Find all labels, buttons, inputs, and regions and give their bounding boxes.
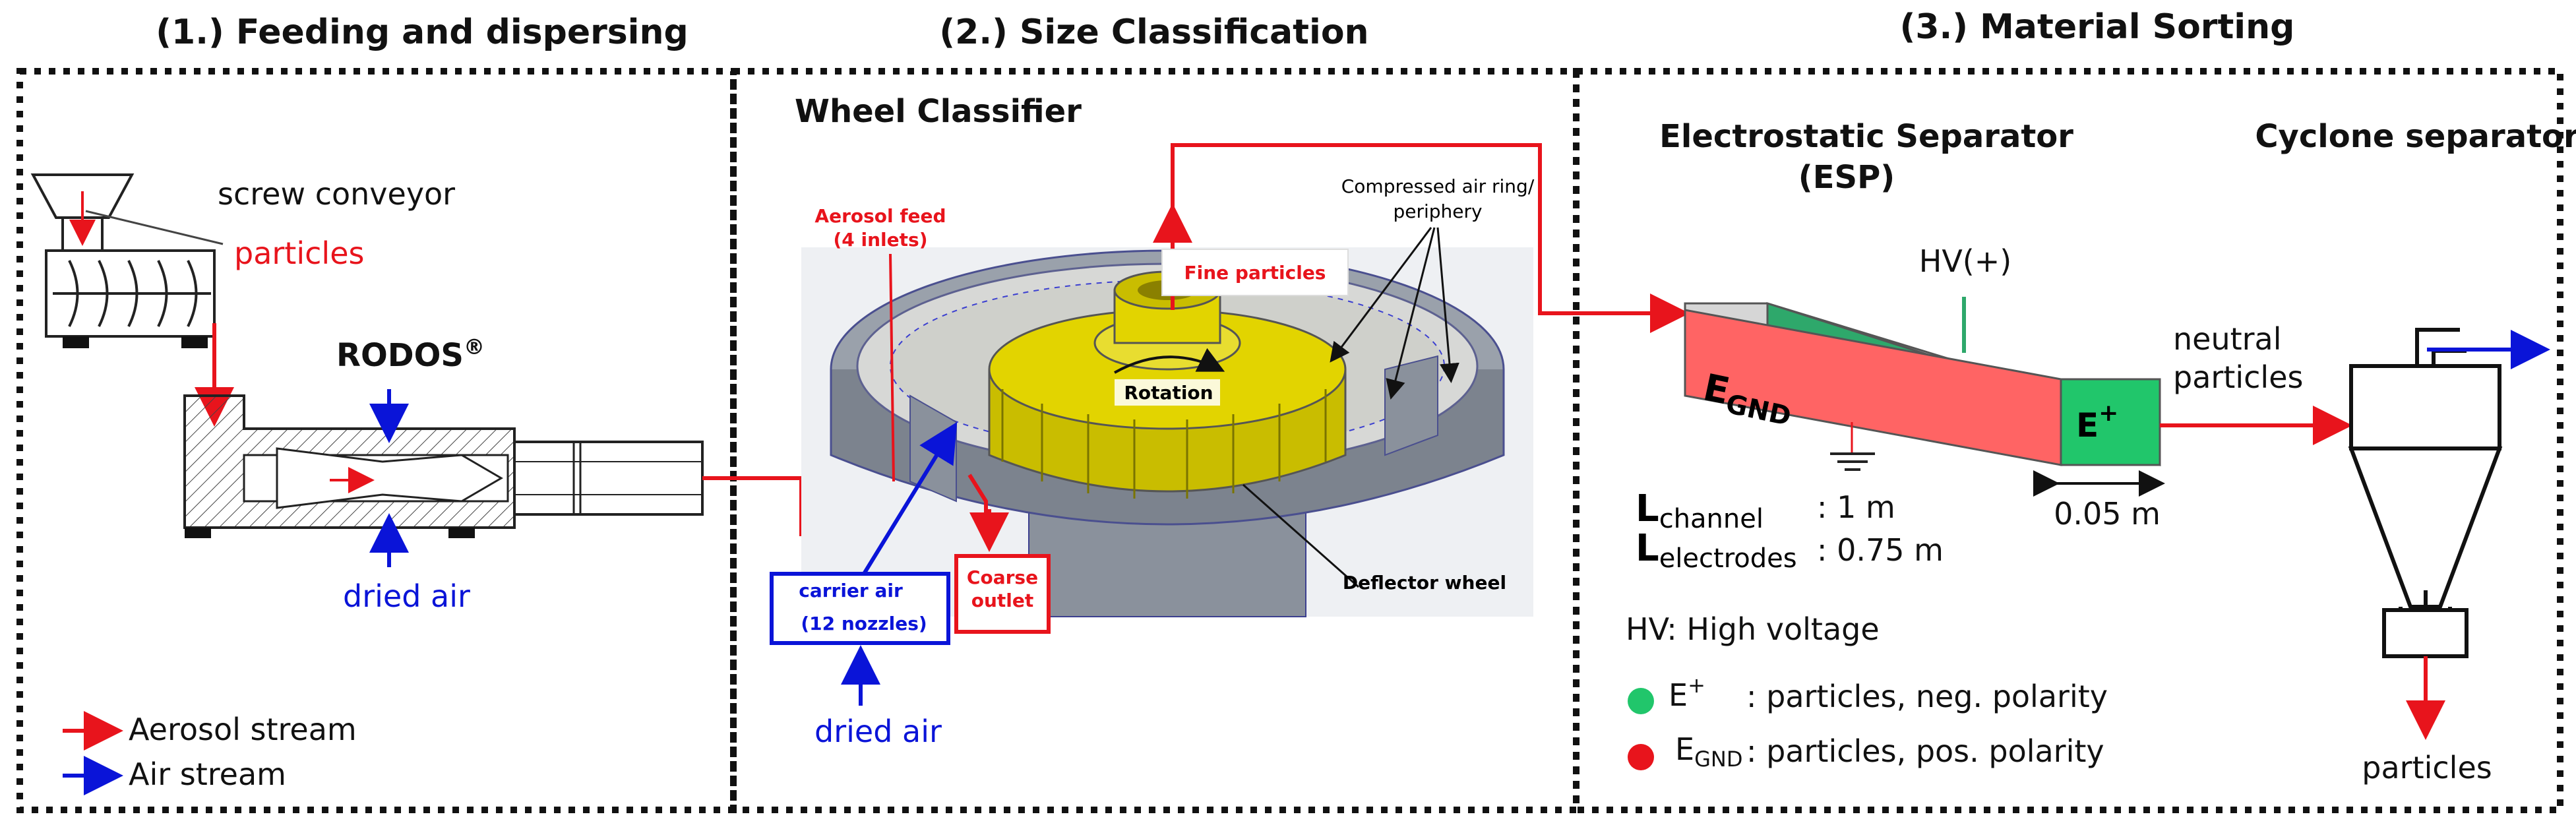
frame-size xyxy=(730,68,1579,813)
esp-title-2: (ESP) xyxy=(1798,159,1895,196)
section-frames xyxy=(16,68,2563,813)
screw-conveyor xyxy=(30,173,224,348)
carrier-air-label-1: carrier air xyxy=(799,580,903,601)
eplus-electrode-label: E+ xyxy=(2076,400,2118,445)
rodos-disperser xyxy=(183,394,704,538)
screw-conveyor-label: screw conveyor xyxy=(218,176,455,212)
dried-air-label-1: dried air xyxy=(343,578,470,614)
rotation-label: Rotation xyxy=(1124,382,1213,404)
conveyor-foot-right xyxy=(181,336,208,348)
aerosol-feed-label-1: Aerosol feed xyxy=(814,205,946,227)
header-sorting: (3.) Material Sorting xyxy=(1900,7,2295,47)
dried-air-label-2: dried air xyxy=(814,714,942,749)
frame-sorting xyxy=(1573,68,2563,813)
esp-electrode-gnd xyxy=(1684,309,2062,466)
legend-air: Air stream xyxy=(129,756,286,792)
carrier-air-label-2: (12 nozzles) xyxy=(801,613,927,634)
legend-egnd-dot xyxy=(1628,744,1654,770)
cyclone-title: Cyclone separator xyxy=(2255,118,2576,155)
fine-particles-label: Fine particles xyxy=(1184,262,1326,284)
l-channel-label: Lchannel xyxy=(1636,487,1763,534)
header-size: (2.) Size Classification xyxy=(939,13,1368,52)
deflector-wheel-label: Deflector wheel xyxy=(1343,572,1506,594)
aerosol-feed-label-2: (4 inlets) xyxy=(834,229,928,251)
l-channel-value: : 1 m xyxy=(1817,489,1895,525)
compressed-air-label-2: periphery xyxy=(1393,200,1482,222)
esp-title-1: Electrostatic Separator xyxy=(1659,118,2073,155)
carrier-air-box xyxy=(770,572,950,645)
esp-channel xyxy=(1684,297,2161,471)
gap-label: 0.05 m xyxy=(2054,496,2161,532)
wheel-classifier-title: Wheel Classifier xyxy=(795,93,1082,130)
coarse-outlet-label-2: outlet xyxy=(971,590,1034,611)
coarse-outlet-box xyxy=(954,554,1051,634)
header-feeding: (1.) Feeding and dispersing xyxy=(156,13,689,52)
neutral-label-1: neutral xyxy=(2173,321,2282,357)
legend-eplus-dot xyxy=(1628,688,1654,714)
l-electrodes-label: Lelectrodes xyxy=(1636,527,1797,574)
hv-definition: HV: High voltage xyxy=(1626,611,1880,647)
legend-aerosol: Aerosol stream xyxy=(129,712,357,747)
fine-particles-line xyxy=(1171,143,1690,333)
screw-flights xyxy=(53,260,211,327)
rodos-nozzle-tube xyxy=(513,441,704,516)
cyclone-separator xyxy=(2348,328,2503,658)
hv-plus-label: HV(+) xyxy=(1919,243,2012,279)
particles-label: particles xyxy=(234,235,364,271)
esp-front-plate xyxy=(2060,378,2161,466)
legend-egnd-label: EGND xyxy=(1675,731,1742,772)
compressed-air-label-1: Compressed air ring/ xyxy=(1341,175,1535,197)
neutral-label-2: particles xyxy=(2173,359,2303,395)
legend-eplus-desc: : particles, neg. polarity xyxy=(1746,679,2108,714)
cyclone-particles-label: particles xyxy=(2362,750,2492,785)
coarse-outlet-label-1: Coarse xyxy=(967,567,1038,588)
stream-legend: Aerosol stream Air stream xyxy=(63,711,357,795)
classifier-illustration xyxy=(801,227,1533,617)
l-electrodes-value: : 0.75 m xyxy=(1817,532,1944,568)
legend-eplus-label: E+ xyxy=(1669,673,1705,713)
legend-egnd-desc: : particles, pos. polarity xyxy=(1746,733,2104,769)
conveyor-foot-left xyxy=(63,336,89,348)
rodos-label: RODOS® xyxy=(336,334,485,374)
